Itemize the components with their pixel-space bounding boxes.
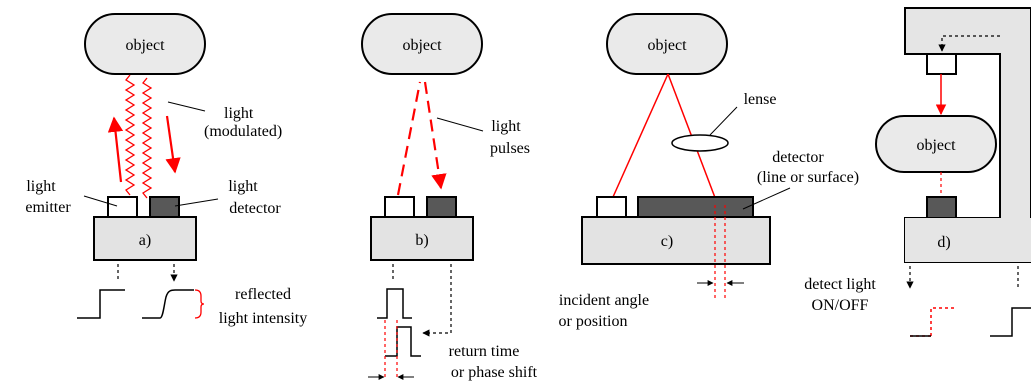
timing-label: return time or phase shift <box>449 343 538 381</box>
emitted-pulse-signal <box>377 288 412 319</box>
object-shape <box>84 13 206 75</box>
object-shape <box>606 13 728 75</box>
detector-return-path <box>422 264 452 337</box>
panel-a: object light (modulated) a) light emitte… <box>25 13 307 327</box>
detector-label: light detector <box>228 178 281 217</box>
detect-red-signal <box>910 307 957 337</box>
base-label: d) <box>937 234 950 251</box>
measure-label: incident angle or position <box>559 292 654 330</box>
detector-label: detector (line or surface) <box>757 149 859 186</box>
object-shape <box>875 115 997 173</box>
outgoing-light-arrow <box>107 116 124 183</box>
detect-label: detect light ON/OFF <box>804 276 880 314</box>
signal-label: reflected light intensity <box>219 286 307 327</box>
returned-pulse-signal <box>385 326 421 357</box>
base-label: b) <box>415 232 428 249</box>
base-block <box>581 216 771 265</box>
panel-d: object d) detect light ON/OFF <box>804 7 1031 337</box>
object-label: object <box>647 37 687 54</box>
returning-light-arrow <box>165 115 181 174</box>
light-label-leader <box>436 117 484 132</box>
incident-light-beam <box>612 73 669 198</box>
returning-pulse-beam <box>423 81 447 190</box>
base-block <box>93 216 197 261</box>
light-label: light (modulated) <box>204 105 282 140</box>
frame-light-path <box>938 35 1000 52</box>
base-label: a) <box>139 232 151 249</box>
detector-block <box>149 196 180 218</box>
panel-c: object lense c) detector (line or surfac… <box>559 13 859 330</box>
emitter-label-leader <box>83 195 118 207</box>
detector-label-leader <box>174 198 219 207</box>
object-label: object <box>916 137 956 154</box>
object-shape <box>361 13 483 75</box>
object-label: object <box>402 37 442 54</box>
detector-block <box>926 196 957 219</box>
emitter-step-signal <box>77 289 125 319</box>
outgoing-light-wave <box>124 74 136 196</box>
detector-smooth-signal <box>142 289 194 319</box>
base-block <box>370 216 474 261</box>
detector-block <box>426 196 457 218</box>
lens-label-leader <box>709 106 738 136</box>
returning-light-wave <box>141 77 153 199</box>
emitter-block <box>384 196 415 218</box>
light-label-leader <box>167 101 206 112</box>
outgoing-pulse-beam <box>396 81 422 196</box>
lens-label: lense <box>744 91 777 108</box>
emitter-block <box>107 196 138 218</box>
reference-step-signal <box>990 307 1031 337</box>
detector-label-leader <box>742 187 791 210</box>
base-block-fill <box>905 218 1031 262</box>
base-label: c) <box>661 233 673 250</box>
emitter-label: light emitter <box>25 178 71 216</box>
intensity-brace <box>194 289 205 319</box>
object-label: object <box>125 37 165 54</box>
emitter-block <box>596 196 627 218</box>
light-label: light pulses <box>490 118 530 157</box>
lens-shape <box>671 134 729 152</box>
panel-b: object light pulses b) return time or ph… <box>361 13 538 381</box>
detector-block <box>637 196 754 218</box>
emitter-block <box>926 53 957 75</box>
